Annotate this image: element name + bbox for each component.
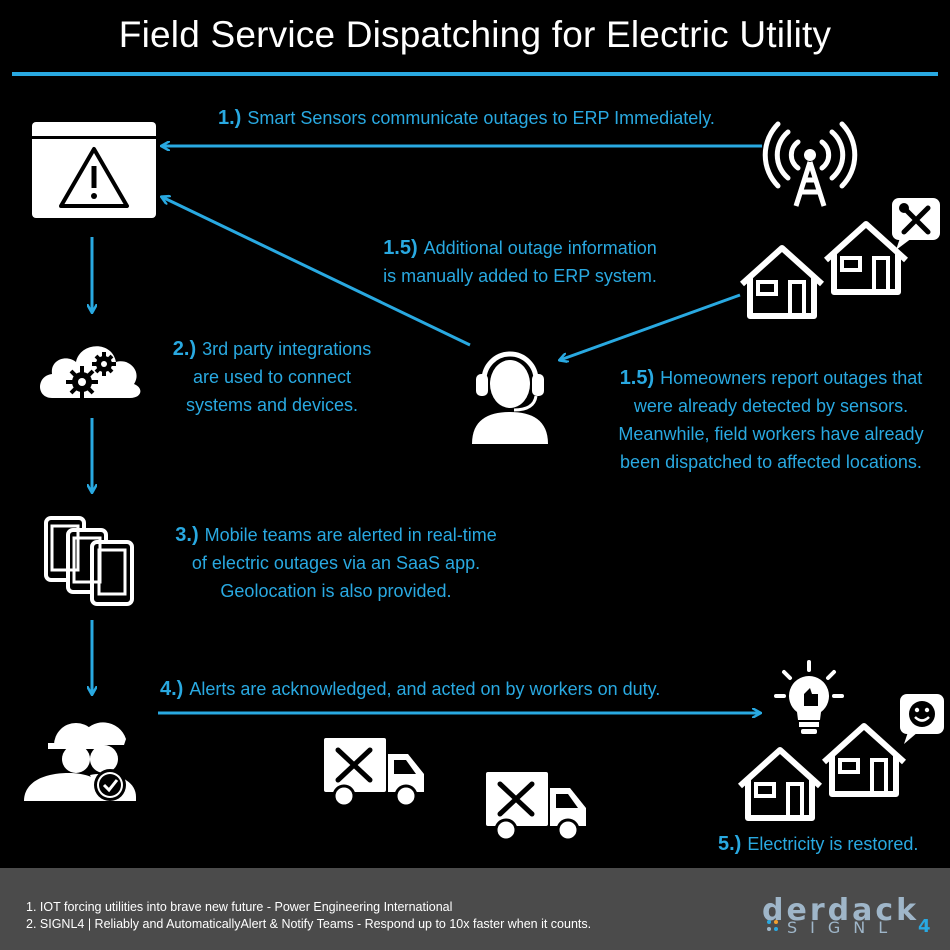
arrow-house-to-agent <box>560 293 741 360</box>
step-4-text: 4.)Alerts are acknowledged, and acted on… <box>160 675 660 703</box>
step-2-text: 2.)3rd party integrations are used to co… <box>152 335 392 419</box>
step-1-5-erp-line2: is manually added to ERP system. <box>383 266 657 286</box>
step-3-line2: of electric outages via an SaaS app. <box>191 553 481 573</box>
footer-reference-2: 2. SIGNL4 | Reliably and AutomaticallyAl… <box>26 917 592 931</box>
houses-icon <box>737 723 907 821</box>
service-truck-icon <box>324 738 424 808</box>
step-3-line3: Geolocation is also provided. <box>220 581 452 601</box>
signl4-dots-icon <box>767 920 778 931</box>
step-1-5-homeowner-text: 1.5)Homeowners report outages that were … <box>596 364 946 476</box>
footer: 1. IOT forcing utilities into brave new … <box>0 868 950 950</box>
call-agent-icon <box>472 351 548 444</box>
alert-window-icon <box>32 122 156 218</box>
title-divider <box>12 72 938 76</box>
step-1-text: 1.)Smart Sensors communicate outages to … <box>218 104 715 132</box>
step-1-5-homeowner-line2: were already detected by sensors. <box>633 396 909 416</box>
step-1-5-homeowner-number: 1.5) <box>619 367 655 389</box>
signl4-logo-digit: 4 <box>918 916 931 937</box>
workers-check-icon <box>24 722 136 801</box>
derdack-logo-text: Derdack <box>762 893 920 928</box>
radio-tower-icon <box>762 121 858 207</box>
step-1-5-homeowner-line4: been dispatched to affected locations. <box>620 452 922 472</box>
signl4-logo-text: SIGNL <box>787 918 901 937</box>
step-1-5-erp-number: 1.5) <box>383 237 418 259</box>
step-3-text: 3.)Mobile teams are alerted in real-time… <box>156 521 516 605</box>
step-5-text: 5.)Electricity is restored. <box>718 830 918 858</box>
step-1-5-homeowner-line3: Meanwhile, field workers have already <box>618 424 924 444</box>
step-2-number: 2.) <box>172 338 197 360</box>
step-5-number: 5.) <box>718 833 742 855</box>
houses-icon <box>739 221 909 319</box>
mobile-devices-icon <box>44 516 134 606</box>
arrow-agent-to-erp <box>162 197 471 347</box>
step-1-line1: Smart Sensors communicate outages to ERP… <box>247 108 715 128</box>
step-1-number: 1.) <box>218 107 242 129</box>
step-3-number: 3.) <box>175 524 199 546</box>
page-title: Field Service Dispatching for Electric U… <box>118 14 832 55</box>
service-truck-icon <box>486 772 586 842</box>
step-4-line1: Alerts are acknowledged, and acted on by… <box>189 679 661 699</box>
step-2-line2: are used to connect <box>192 367 352 387</box>
step-1-5-homeowner-line1: Homeowners report outages that <box>660 368 923 388</box>
step-5-line1: Electricity is restored. <box>747 834 919 854</box>
step-1-5-erp-line1: Additional outage information <box>423 238 657 258</box>
lightbulb-icon <box>774 660 844 734</box>
step-3-line1: Mobile teams are alerted in real-time <box>204 525 497 545</box>
step-2-line3: systems and devices. <box>185 395 359 415</box>
tools-bubble-icon <box>892 198 940 250</box>
step-2-line1: 3rd party integrations <box>202 339 372 359</box>
cloud-gears-icon <box>40 346 141 398</box>
step-4-number: 4.) <box>160 678 184 700</box>
smiley-bubble-icon <box>900 694 944 744</box>
step-1-5-erp-text: 1.5)Additional outage information is man… <box>350 234 690 290</box>
footer-reference-1: 1. IOT forcing utilities into brave new … <box>26 900 453 914</box>
